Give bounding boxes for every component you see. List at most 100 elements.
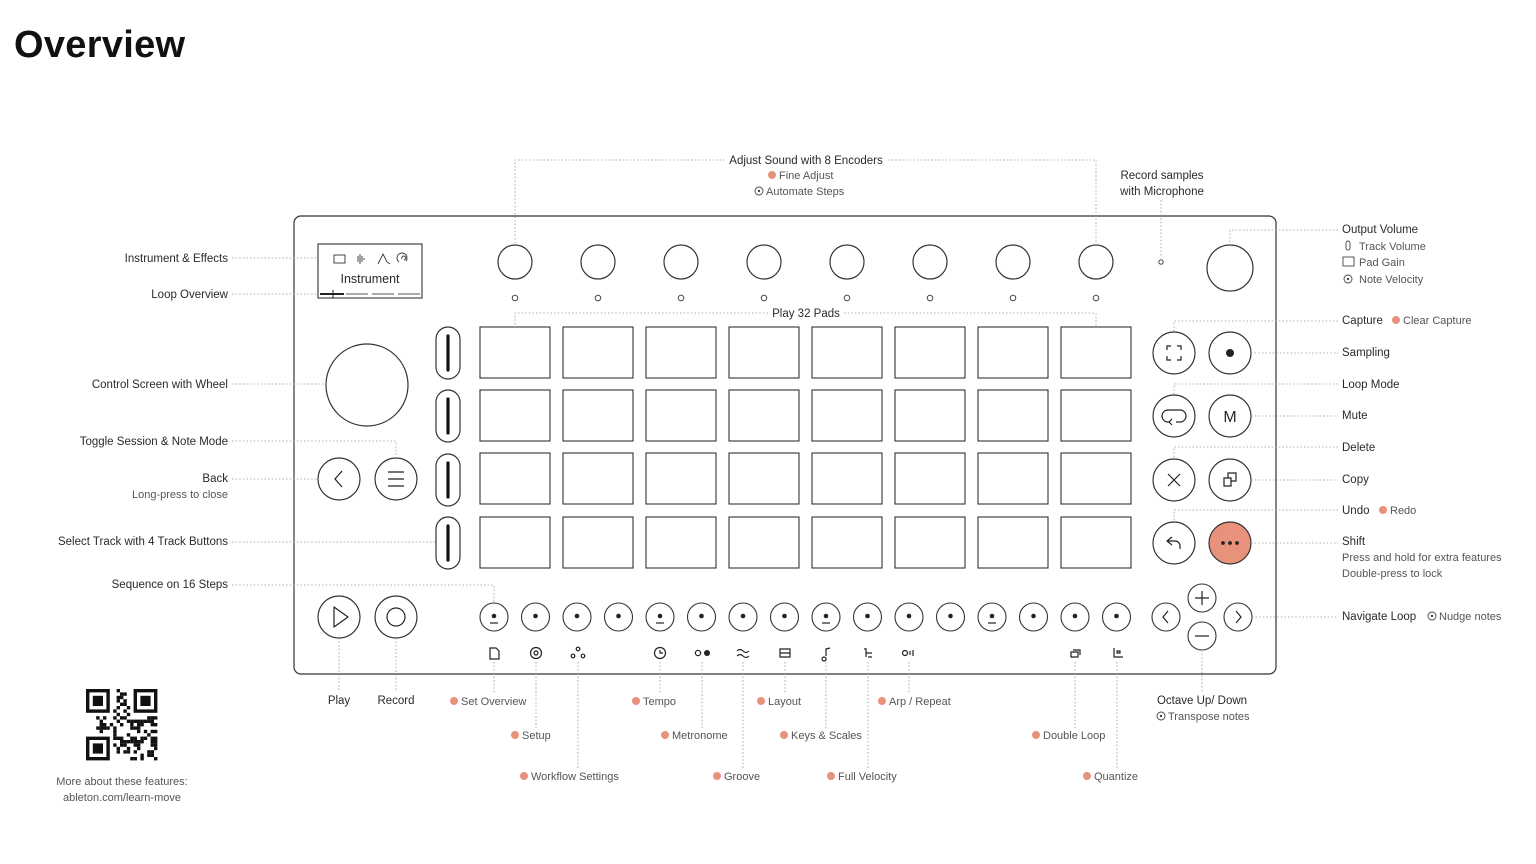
octave-up-button[interactable] [1187,583,1217,613]
pad-r1-c3[interactable] [645,326,717,379]
touch-icon [1427,611,1437,621]
step-led-15 [1072,613,1078,619]
pad-grid [479,326,1132,569]
back-button[interactable] [317,457,361,501]
shift-button[interactable] [1208,521,1252,565]
pad-r1-c7[interactable] [977,326,1049,379]
copy-button[interactable] [1208,458,1252,502]
pad-r4-c1[interactable] [479,516,551,569]
pad-r2-c4[interactable] [728,389,800,442]
sampling-button[interactable] [1208,331,1252,375]
step-led-3 [574,613,580,619]
encoder-knob-1[interactable] [497,244,533,280]
arp-repeat-label: Arp / Repeat [889,696,951,708]
pad-r3-c1[interactable] [479,452,551,505]
loop-overview-bar [320,290,420,298]
encoder-led-1 [511,294,519,302]
pad-r4-c8[interactable] [1060,516,1132,569]
pad-r2-c2[interactable] [562,389,634,442]
setup-label: Setup [522,730,551,742]
encoder-knob-5[interactable] [829,244,865,280]
step-led-5 [657,613,663,619]
pad-r1-c1[interactable] [479,326,551,379]
qr-caption-line2: ableton.com/learn-move [63,792,181,804]
output-volume-knob[interactable] [1206,244,1254,292]
automate-steps-note: Automate Steps [754,186,845,198]
control-wheel[interactable] [325,343,409,427]
loop-mode-label: Loop Mode [1342,379,1400,391]
pad-r1-c5[interactable] [811,326,883,379]
loop-mode-button[interactable] [1152,394,1196,438]
step-led-13 [989,613,995,619]
gear-icon [529,646,543,660]
quantize-label: Quantize [1094,771,1138,783]
plus-icon [1195,591,1209,605]
step-led-8 [782,613,787,619]
pad-r2-c7[interactable] [977,389,1049,442]
pad-r3-c2[interactable] [562,452,634,505]
undo-button[interactable] [1152,521,1196,565]
pad-r3-c8[interactable] [1060,452,1132,505]
transpose-label: Transpose notes [1168,711,1250,723]
session-toggle-button[interactable] [374,457,418,501]
pad-r3-c5[interactable] [811,452,883,505]
play-button[interactable] [317,595,361,639]
step-led-11 [906,613,912,619]
pad-r3-c3[interactable] [645,452,717,505]
pad-r4-c6[interactable] [894,516,966,569]
groove-note: Groove [713,771,760,783]
record-button[interactable] [374,595,418,639]
close-icon [1167,473,1181,487]
pad-r4-c3[interactable] [645,516,717,569]
note-icon [821,647,831,662]
pad-r1-c6[interactable] [894,326,966,379]
pad-r1-c4[interactable] [728,326,800,379]
leader-lines [232,159,1338,770]
navigate-right-button[interactable] [1223,602,1253,632]
encoder-knob-7[interactable] [995,244,1031,280]
accent-dot [661,731,669,739]
encoder-knob-6[interactable] [912,244,948,280]
keyboard-icon [333,254,346,264]
pad-r4-c4[interactable] [728,516,800,569]
velocity-icon [864,648,872,658]
accent-dot [827,772,835,780]
pad-r2-c3[interactable] [645,389,717,442]
double-loop-label: Double Loop [1043,730,1105,742]
clock-icon [653,646,667,660]
pad-r3-c6[interactable] [894,452,966,505]
waveform-icon [357,254,365,264]
touch-icon [1156,711,1166,721]
metronome-note: Metronome [661,730,728,742]
pad-r2-c1[interactable] [479,389,551,442]
fine-adjust-note: Fine Adjust [768,170,833,182]
pad-r4-c5[interactable] [811,516,883,569]
delete-button[interactable] [1152,458,1196,502]
step-led-10 [865,613,870,619]
mute-button[interactable]: M [1208,394,1252,438]
navigate-left-button[interactable] [1151,602,1181,632]
pad-r2-c6[interactable] [894,389,966,442]
pad-r1-c8[interactable] [1060,326,1132,379]
layout-label: Layout [768,696,801,708]
pad-r4-c7[interactable] [977,516,1049,569]
play-label: Play [328,695,351,707]
pad-r2-c5[interactable] [811,389,883,442]
pad-r3-c7[interactable] [977,452,1049,505]
sequence-label: Sequence on 16 Steps [112,579,229,591]
select-track-label: Select Track with 4 Track Buttons [58,536,228,548]
qr-code [83,686,161,764]
encoder-knob-2[interactable] [580,244,616,280]
toggle-session-label: Toggle Session & Note Mode [80,436,228,448]
capture-button[interactable] [1152,331,1196,375]
pad-r2-c8[interactable] [1060,389,1132,442]
pad-r4-c2[interactable] [562,516,634,569]
automate-steps-label: Automate Steps [766,186,845,198]
mic-label-line2: with Microphone [1119,186,1204,198]
pad-r3-c4[interactable] [728,452,800,505]
encoder-knob-8[interactable] [1078,244,1114,280]
pad-r1-c2[interactable] [562,326,634,379]
encoder-knob-4[interactable] [746,244,782,280]
encoder-knob-3[interactable] [663,244,699,280]
octave-down-button[interactable] [1187,621,1217,651]
